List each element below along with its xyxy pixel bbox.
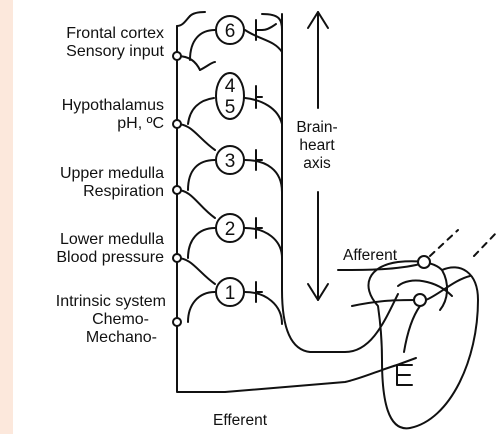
synapse-bars	[256, 20, 262, 302]
port-circle	[173, 52, 181, 60]
afferent-pathway	[338, 230, 497, 352]
node-label-1: 1	[225, 283, 236, 304]
node-label-2: 2	[225, 219, 236, 240]
port-circle	[173, 318, 181, 326]
port-circle	[173, 254, 181, 262]
port-circle	[173, 120, 181, 128]
heart	[368, 261, 478, 428]
afferent-node-upper	[418, 256, 430, 268]
node-label-4: 4	[225, 76, 236, 97]
double-arrow	[308, 12, 328, 300]
efferent-terminal	[397, 358, 416, 385]
node-label-6: 6	[225, 21, 236, 42]
port-circle	[173, 186, 181, 194]
efferent-bus	[177, 12, 397, 392]
node-label-3: 3	[225, 151, 236, 172]
node-label-5: 5	[225, 97, 236, 118]
afferent-node-heart	[414, 294, 426, 306]
